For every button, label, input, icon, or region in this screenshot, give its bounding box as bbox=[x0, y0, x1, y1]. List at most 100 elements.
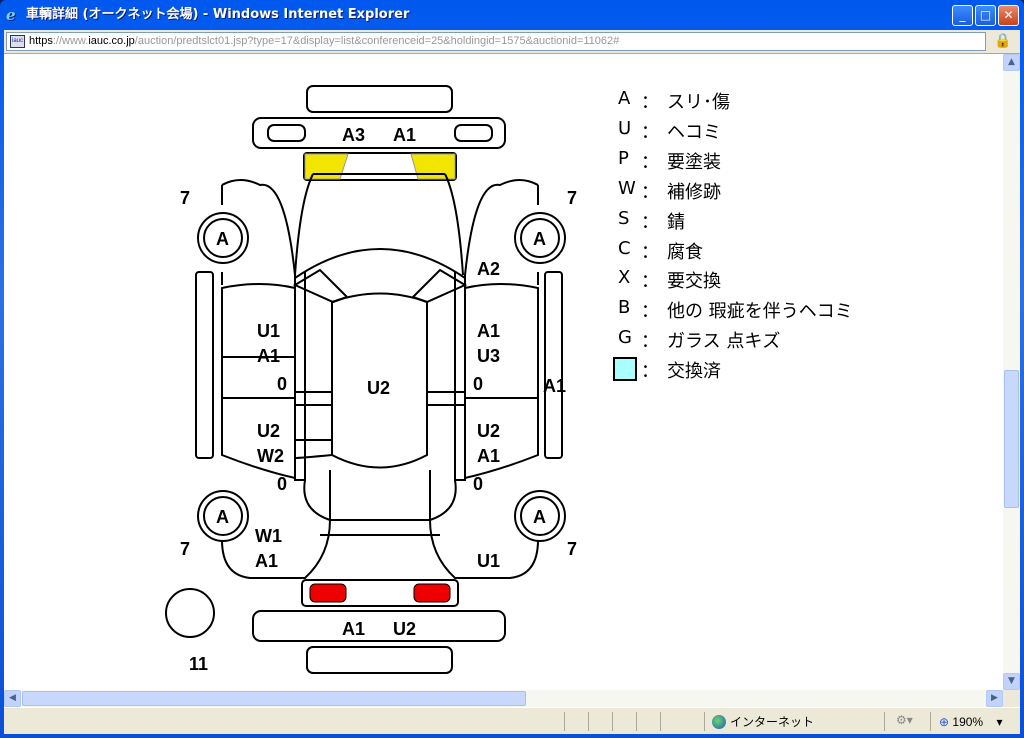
address-bar: iauc https://www.iauc.co.jp/auction/pred… bbox=[4, 30, 1020, 54]
damage-code: A1 bbox=[543, 376, 566, 396]
roof bbox=[331, 292, 428, 469]
taillight-right bbox=[413, 583, 451, 603]
damage-code: U2 bbox=[257, 421, 280, 441]
spare-tire-code: 11 bbox=[189, 654, 208, 674]
lock-icon[interactable]: 🔒 bbox=[994, 33, 1012, 49]
tire-tread: 7 bbox=[567, 539, 577, 559]
damage-code: W1 bbox=[255, 526, 282, 546]
damage-code: U2 bbox=[477, 421, 500, 441]
left-rear-fender bbox=[221, 519, 331, 579]
legend-text: 錆 bbox=[667, 211, 685, 233]
headlight-right bbox=[410, 153, 456, 180]
close-button[interactable]: ✕ bbox=[998, 5, 1019, 26]
damage-code: W2 bbox=[257, 446, 284, 466]
scroll-up-button[interactable]: ▲ bbox=[1003, 54, 1020, 71]
tire-tread: 7 bbox=[180, 539, 190, 559]
legend-sep: ： bbox=[641, 121, 659, 143]
legend-code: S bbox=[618, 207, 630, 229]
scroll-left-button[interactable]: ◀ bbox=[4, 690, 21, 707]
legend-text: 腐食 bbox=[667, 241, 703, 263]
wheel-code: A bbox=[533, 507, 546, 527]
headlight-panel bbox=[303, 152, 457, 181]
legend-text: ヘコミ bbox=[667, 121, 721, 143]
windshield-top bbox=[294, 248, 466, 279]
damage-code: 0 bbox=[473, 474, 483, 494]
legend-text: 要塗装 bbox=[667, 151, 721, 173]
front-bumper-lip bbox=[306, 85, 453, 113]
horizontal-scrollbar[interactable]: ◀ ▶ bbox=[4, 690, 1003, 707]
diagram-labels: A3 A1 A1 U2 U2 U1 A1 0 U2 W2 0 W1 A1 A2 … bbox=[180, 125, 577, 674]
taillight-left bbox=[309, 583, 347, 603]
damage-code: A1 bbox=[255, 551, 278, 571]
damage-code: A1 bbox=[477, 321, 500, 341]
rear-window bbox=[303, 470, 457, 536]
legend-sep: ： bbox=[641, 331, 659, 353]
damage-code: A3 bbox=[342, 125, 365, 145]
legend-text: 他の 瑕疵を伴うヘコミ bbox=[667, 301, 853, 323]
left-side-structure bbox=[294, 272, 333, 481]
legend-code: X bbox=[618, 267, 631, 289]
headlight-left bbox=[304, 153, 349, 180]
legend-text: 要交換 bbox=[667, 271, 721, 293]
left-front-fender bbox=[221, 179, 296, 285]
zoom-icon: ⊕ bbox=[939, 715, 950, 729]
damage-code: A1 bbox=[342, 619, 365, 639]
protected-mode-icon[interactable]: ⚙▾ bbox=[896, 713, 913, 727]
left-sill bbox=[195, 271, 214, 459]
damage-code: U3 bbox=[477, 346, 500, 366]
zoom-level-button[interactable]: ⊕ 190% ▾ bbox=[939, 715, 1003, 729]
maximize-button[interactable]: □ bbox=[975, 5, 996, 26]
legend-text: ガラス 点キズ bbox=[667, 331, 781, 353]
damage-code: A1 bbox=[393, 125, 416, 145]
scroll-down-button[interactable]: ▼ bbox=[1003, 673, 1020, 690]
vertical-scrollbar[interactable]: ▲ ▼ bbox=[1003, 54, 1020, 690]
damage-code: A1 bbox=[257, 346, 280, 366]
replaced-swatch bbox=[613, 357, 637, 381]
status-bar: インターネット ⚙▾ ⊕ 190% ▾ bbox=[4, 707, 1020, 734]
legend-code: U bbox=[618, 117, 632, 139]
rear-bumper-lip bbox=[306, 646, 453, 674]
minimize-button[interactable]: _ bbox=[952, 5, 973, 26]
page-icon: iauc bbox=[10, 35, 25, 48]
a-pillar-left bbox=[292, 268, 349, 304]
zoom-dropdown-icon[interactable]: ▾ bbox=[996, 715, 1003, 729]
scroll-right-button[interactable]: ▶ bbox=[986, 690, 1003, 707]
front-fog-right bbox=[454, 124, 493, 142]
b-pillars bbox=[295, 391, 465, 406]
right-front-fender bbox=[464, 179, 539, 285]
rear-bumper bbox=[252, 610, 506, 642]
damage-code: 0 bbox=[473, 374, 483, 394]
spare-tire bbox=[165, 588, 215, 638]
legend-sep: ： bbox=[641, 211, 659, 233]
wheel-code: A bbox=[216, 507, 229, 527]
legend-code: P bbox=[618, 147, 629, 169]
a-pillar-right bbox=[411, 268, 468, 304]
front-bumper bbox=[252, 117, 506, 149]
legend-code: G bbox=[618, 327, 632, 349]
wheel-group bbox=[197, 212, 566, 542]
legend-text: 補修跡 bbox=[667, 181, 721, 203]
legend-sep: ： bbox=[641, 241, 659, 263]
damage-code: U1 bbox=[477, 551, 500, 571]
vertical-scroll-thumb[interactable] bbox=[1004, 370, 1019, 508]
right-sill bbox=[544, 271, 563, 459]
damage-code: 0 bbox=[277, 374, 287, 394]
ie-icon: e bbox=[6, 6, 16, 24]
legend-sep: ： bbox=[641, 92, 659, 113]
damage-code: A1 bbox=[477, 446, 500, 466]
legend-text: スリ･傷 bbox=[667, 92, 730, 113]
scroll-corner bbox=[1003, 690, 1020, 707]
legend-sep: ： bbox=[641, 361, 659, 382]
damage-code: U1 bbox=[257, 321, 280, 341]
legend-sep: ： bbox=[641, 301, 659, 323]
legend-text: 交換済 bbox=[667, 361, 721, 382]
legend-code: C bbox=[618, 237, 631, 259]
damage-code: U2 bbox=[393, 619, 416, 639]
legend-code: B bbox=[618, 297, 631, 319]
url-field[interactable]: iauc https://www.iauc.co.jp/auction/pred… bbox=[6, 32, 986, 51]
damage-code: 0 bbox=[277, 474, 287, 494]
horizontal-scroll-thumb[interactable] bbox=[22, 691, 526, 706]
legend-sep: ： bbox=[641, 181, 659, 203]
